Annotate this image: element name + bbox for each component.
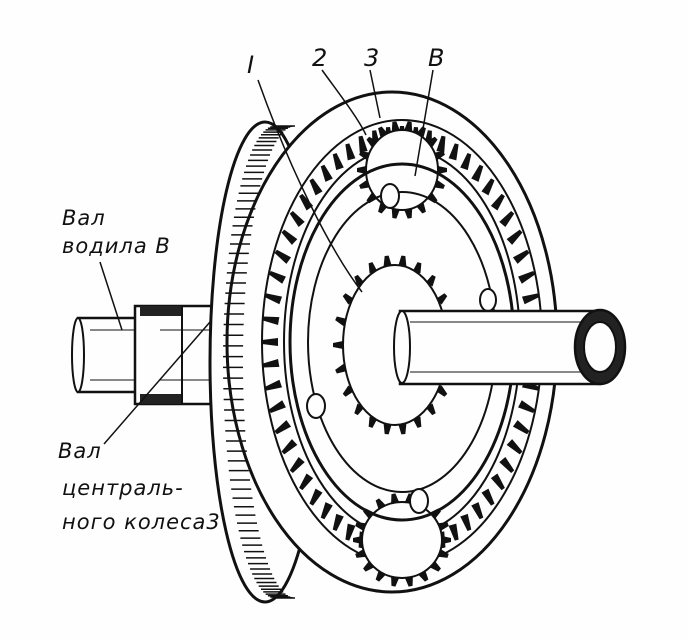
output-shaft: [393, 308, 627, 386]
leader-2: [321, 69, 367, 136]
label-carrier-shaft-line1: Вал: [62, 206, 106, 230]
label-part-b: B: [428, 44, 445, 72]
leader-1: [257, 79, 363, 293]
label-part-2: 2: [312, 44, 328, 72]
leader-3: [369, 69, 381, 119]
label-carrier-shaft-line2: водила В: [62, 234, 171, 258]
leader-lines: [99, 69, 434, 445]
leader-carrier-shaft: [99, 261, 123, 331]
label-part-1: I: [247, 51, 255, 79]
label-sun-shaft-line3: ного колеса3: [62, 510, 221, 534]
label-sun-shaft-line1: Вал: [58, 439, 102, 463]
leader-central-shaft: [103, 321, 211, 445]
planet-gears: [353, 121, 451, 587]
label-sun-shaft-line2: централь-: [62, 476, 184, 500]
label-part-3: 3: [364, 44, 380, 72]
leader-b: [414, 69, 434, 177]
